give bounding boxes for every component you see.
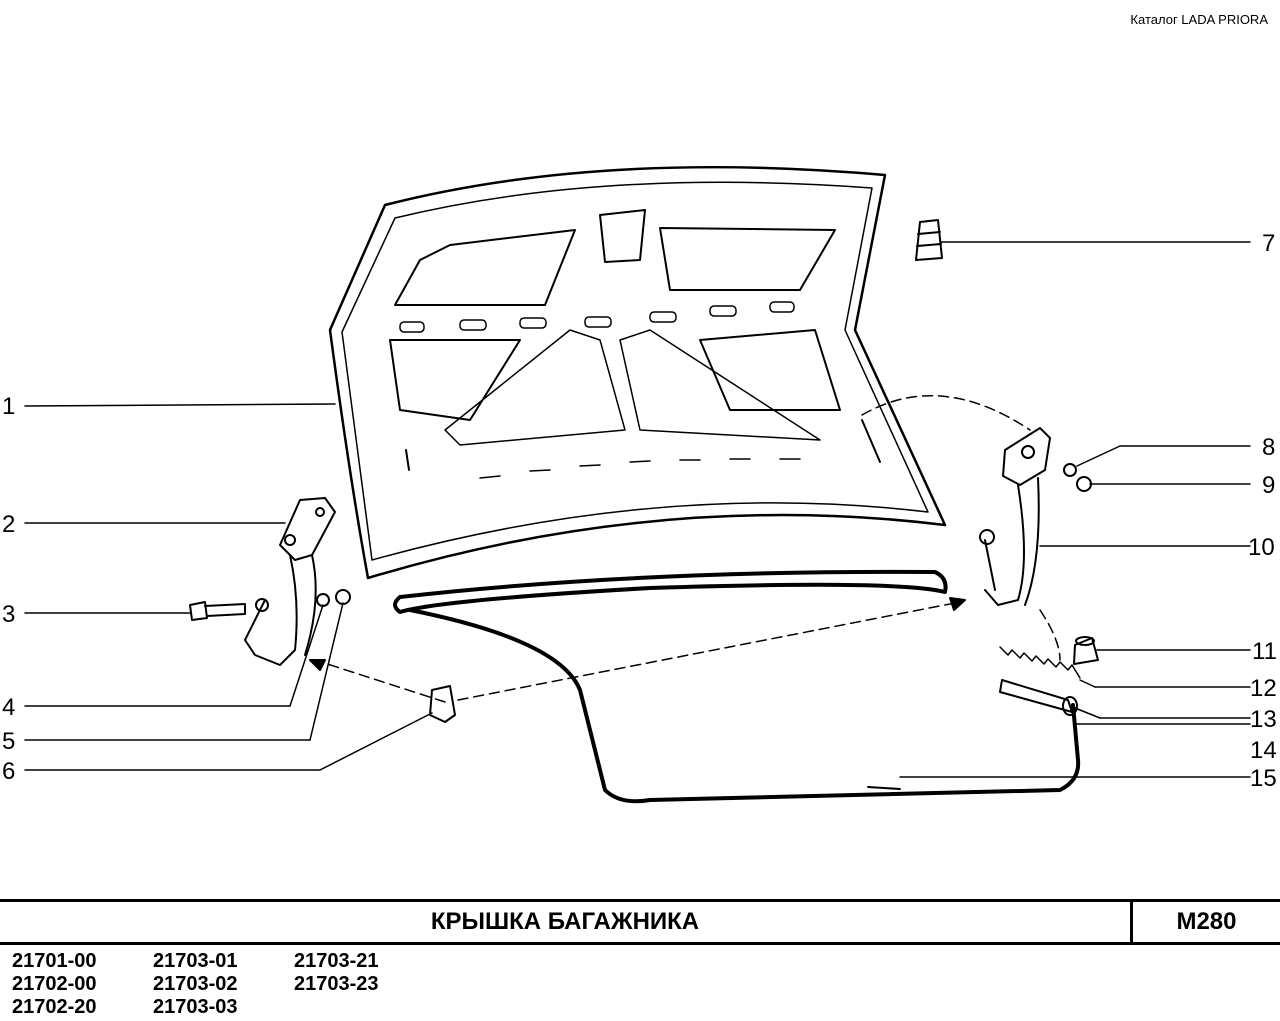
- callout-2: 2: [2, 511, 15, 538]
- spring: [999, 646, 1081, 679]
- model-code: 21702-00: [12, 973, 97, 995]
- callout-5: 5: [2, 728, 15, 755]
- model-code: 21703-23: [294, 973, 379, 995]
- callout-1: 1: [2, 393, 15, 420]
- washer-left: [316, 593, 330, 607]
- callout-4: 4: [2, 694, 15, 721]
- hinge-clip: [429, 685, 456, 723]
- model-code: 21702-20: [12, 996, 97, 1018]
- model-code: 21703-21: [294, 950, 379, 972]
- trunk-lid: [328, 165, 947, 580]
- callout-3: 3: [2, 601, 15, 628]
- callout-6: 6: [2, 758, 15, 785]
- exploded-parts-diagram: 1 2 3 4 5 6 7 8 9 10 11 12 13 14 15: [2, 165, 1277, 804]
- page-title: КРЫШКА БАГАЖНИКА: [0, 902, 1133, 942]
- model-codes: 21701-00 21703-01 21703-21 21702-00 2170…: [12, 950, 435, 1019]
- model-code: 21701-00: [12, 950, 97, 972]
- callout-10: 10: [1248, 534, 1275, 561]
- callout-9: 9: [1262, 472, 1275, 499]
- callout-7: 7: [1262, 230, 1275, 257]
- title-bar: КРЫШКА БАГАЖНИКА M280: [0, 899, 1280, 945]
- page-code: M280: [1176, 908, 1237, 935]
- catalog-header: Каталог LADA PRIORA: [1130, 12, 1268, 27]
- weatherstrip-seal-lower: [408, 608, 1081, 804]
- weatherstrip-seal: [393, 569, 948, 614]
- callout-8: 8: [1262, 434, 1275, 461]
- callout-14: 14: [1250, 737, 1277, 764]
- nut-right: [1076, 476, 1092, 492]
- callout-12: 12: [1250, 675, 1277, 702]
- callout-13: 13: [1250, 706, 1277, 733]
- rubber-bumper: [915, 219, 943, 261]
- nut-left: [335, 589, 351, 605]
- washer-right: [1063, 463, 1077, 477]
- bump-stop: [1073, 636, 1099, 665]
- rod: [867, 786, 901, 790]
- model-code: 21703-03: [153, 996, 238, 1018]
- callout-15: 15: [1250, 765, 1277, 792]
- callout-11: 11: [1252, 638, 1277, 665]
- tube: [999, 679, 1078, 716]
- bolt: [189, 601, 246, 621]
- model-code: 21703-01: [153, 950, 238, 972]
- model-code: 21703-02: [153, 973, 238, 995]
- right-hinge: [979, 427, 1051, 606]
- left-hinge: [244, 497, 336, 666]
